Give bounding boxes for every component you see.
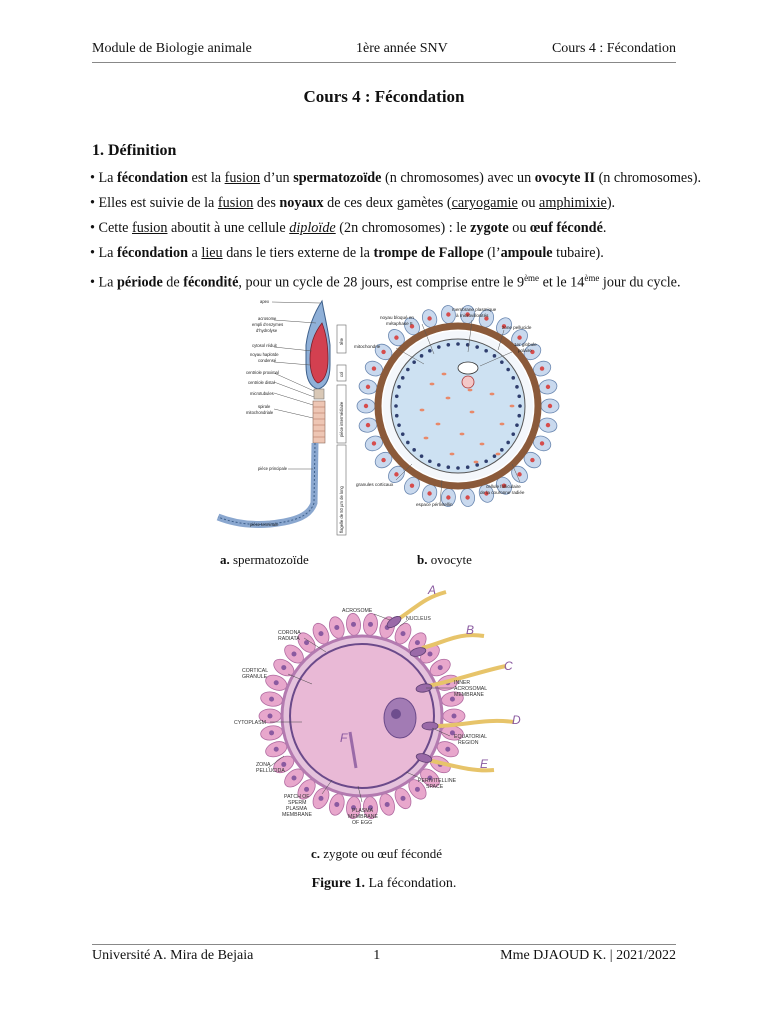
label-microtubules: microtubules: [250, 391, 274, 396]
label-granule: GRANULE: [242, 674, 268, 680]
egg-membrane: [289, 643, 435, 789]
label-col: col: [339, 372, 344, 377]
label-plasma-egg: PLASMA: [352, 808, 374, 814]
label-plasma: PLASMA: [286, 806, 308, 812]
sperm-drawing: [216, 299, 347, 536]
ovocyte-cytoplasm: [390, 338, 526, 474]
label-flagelle: flagelle de 50 µm de long: [339, 485, 344, 533]
caption-b: b. ovocyte: [417, 552, 472, 567]
label-granules-corticaux: granules corticaux: [356, 482, 394, 487]
cortical-granules: [394, 342, 522, 470]
sperm-F: [348, 731, 358, 769]
definition-list: • La fécondation est la fusion d’un sper…: [90, 166, 768, 296]
egg-nucleolus: [391, 709, 401, 719]
label-perivitelline: PERIVITELLINE: [418, 778, 457, 784]
label-cortical: CORTICAL: [242, 668, 268, 674]
label-microvillosites: à microvillosités: [456, 313, 489, 318]
page-footer: Université A. Mira de Bejaia 1 Mme DJAOU…: [92, 948, 676, 964]
label-mitochondrie: mitochondrie: [354, 344, 381, 349]
letter-F: F: [340, 731, 348, 745]
header-divider: [92, 62, 676, 63]
label-nucleus: NUCLEUS: [406, 616, 431, 622]
label-of-egg: OF EGG: [352, 820, 372, 826]
zygote-diagram: ACROSOME NUCLEUS CORONA RADIATA CORTICAL…: [234, 583, 521, 826]
bullet-2: • Elles est suivie de la fusion des noya…: [90, 195, 616, 211]
mitochondria: [419, 372, 515, 464]
label-metaphase: métaphase II: [386, 321, 413, 326]
footer-divider: [92, 944, 676, 945]
header-course: Cours 4 : Fécondation: [551, 41, 676, 56]
ovocyte-diagram: noyau bloqué en métaphase II membrane pl…: [354, 305, 560, 507]
label-inner: INNER: [454, 680, 470, 686]
bullet-5: • La période de fécondité, pour un cycle…: [90, 273, 681, 291]
page-number: 1: [373, 948, 381, 963]
label-plasma-membrane: MEMBRANE: [348, 814, 379, 820]
label-noyau-bloque: noyau bloqué en: [380, 315, 414, 320]
label-spirale: spirale: [258, 404, 271, 409]
label-apex: apex: [260, 299, 270, 304]
label-corona: CORONA: [278, 630, 301, 636]
label-cytosol: cytosol réduit: [252, 343, 278, 348]
label-patch: PATCH OF: [284, 794, 309, 800]
letter-C: C: [504, 659, 513, 673]
header-year: 1ère année SNV: [356, 41, 448, 56]
label-zona: ZONA: [256, 762, 271, 768]
letter-A: A: [427, 583, 436, 597]
caption-a: a. spermatozoïde: [220, 552, 309, 567]
label-centriole-proximal: centriole proximal: [246, 370, 279, 375]
label-acrosome-hydrolyse: d’hydrolyse: [256, 328, 278, 333]
header-module: Module de Biologie animale: [92, 41, 252, 56]
label-radiata: RADIATA: [278, 636, 300, 642]
label-globule-polaire: 1er globule: [514, 342, 537, 347]
footer-author: Mme DJAOUD K. | 2021/2022: [500, 948, 676, 963]
metaphase-nucleus: [461, 375, 475, 389]
label-piece-intermediaire: pièce intermédiaire: [339, 401, 344, 437]
caption-c: c. zygote ou œuf fécondé: [311, 846, 443, 861]
label-membrane-plasmique: membrane plasmique: [452, 307, 497, 312]
label-espace-perivitellin: espace périvitellin: [416, 502, 453, 507]
sperm-tails: [398, 590, 515, 773]
label-acrosomal: ACROSOMAL: [454, 686, 487, 692]
label-acrosome: acrosome: [258, 316, 277, 321]
label-acrosome: ACROSOME: [342, 608, 373, 614]
sperm-heads: [386, 615, 439, 763]
label-noyau-condense: condensé: [258, 358, 277, 363]
bullet-1: • La fécondation est la fusion d’un sper…: [90, 170, 702, 186]
page-header: Module de Biologie animale 1ère année SN…: [92, 41, 676, 57]
label-noyau: noyau haploïde: [250, 352, 279, 357]
bullet-3: • Cette fusion aboutit à une cellule dip…: [90, 220, 607, 236]
label-couronne-radiee: de la couronne radiée: [480, 490, 525, 495]
label-region: REGION: [458, 740, 479, 746]
footer-university: Université A. Mira de Bejaia: [92, 948, 254, 963]
label-globule-polaire-2: polaire: [518, 348, 532, 353]
zona-pellucida: [374, 322, 542, 490]
label-cytoplasm: CYTOPLASM: [234, 720, 266, 726]
label-piece-terminale: pièce terminale: [250, 522, 279, 527]
label-centriole-distal: centriole distal: [248, 380, 275, 385]
label-patch-membrane: MEMBRANE: [282, 812, 313, 818]
letter-E: E: [480, 757, 489, 771]
label-sperm: SPERM: [288, 800, 306, 806]
label-equatorial: EQUATORIAL: [454, 734, 487, 740]
bullet-4: • La fécondation a lieu dans le tiers ex…: [90, 245, 604, 261]
label-spirale-mito: mitochondriale: [246, 410, 274, 415]
label-membrane: MEMBRANE: [454, 692, 485, 698]
sperm-diagram: apex acrosome empli d’enzymes d’hydrolys…: [216, 299, 347, 536]
label-acrosome-enzymes: empli d’enzymes: [252, 322, 283, 327]
label-pellucida: PELLUCIDA: [256, 768, 285, 774]
label-piece-principale: pièce principale: [258, 466, 288, 471]
letter-D: D: [512, 713, 521, 727]
figure-caption: Figure 1. La fécondation.: [311, 876, 457, 891]
label-cellule-folliculaire: cellule folliculaire: [486, 484, 521, 489]
first-polar-body: [457, 361, 479, 375]
page-title: Cours 4 : Fécondation: [303, 87, 465, 106]
label-tete: tête: [339, 337, 344, 345]
label-space: SPACE: [426, 784, 444, 790]
label-zone-pellucide: zone pellucide: [502, 325, 532, 330]
section-heading: 1. Définition: [92, 142, 177, 159]
egg-nucleus: [383, 697, 417, 739]
letter-B: B: [466, 623, 474, 637]
